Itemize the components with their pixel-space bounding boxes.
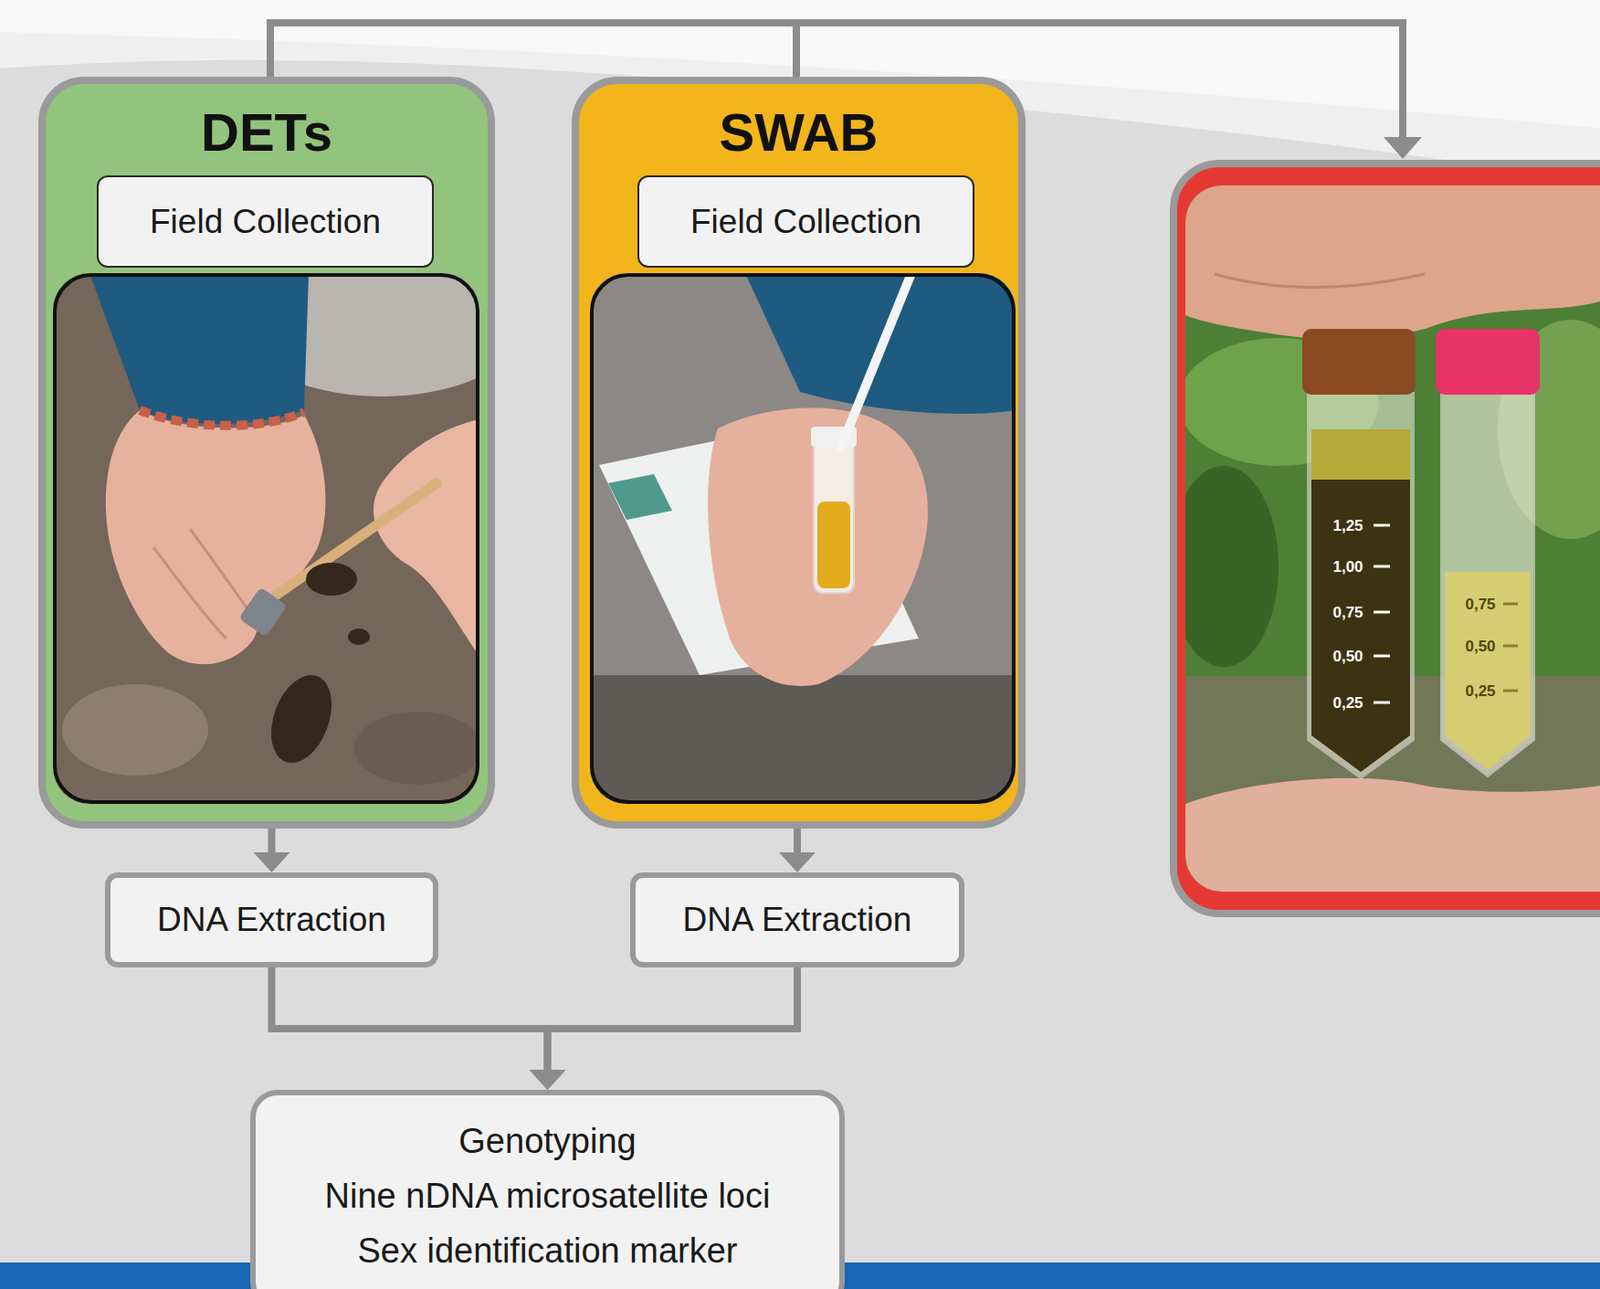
scat [260, 666, 344, 771]
scale-mark: 1,25 [1332, 517, 1363, 534]
scale-mark: 0,50 [1332, 648, 1363, 664]
tube [813, 432, 854, 593]
tick [1373, 565, 1390, 569]
flow-arrow [268, 828, 276, 853]
tick [1503, 644, 1518, 648]
bracelet [139, 410, 305, 426]
process-box: DNA Extraction [630, 872, 965, 968]
flow-arrow [547, 967, 799, 1070]
scat [305, 562, 358, 596]
wooden-stick [276, 483, 437, 595]
rock-patch [62, 684, 209, 776]
scale-mark: 0,25 [1464, 683, 1495, 699]
rock-shadow [589, 674, 1016, 804]
photo-border [54, 274, 478, 802]
tick [1373, 610, 1390, 614]
scat [347, 628, 370, 645]
result-line: Genotyping [458, 1113, 636, 1169]
lower-fingers [1185, 778, 1600, 892]
finger-line [153, 528, 250, 639]
scale-mark: 0,75 [1332, 604, 1363, 621]
tube-body [1441, 392, 1535, 777]
photo-border [591, 274, 1014, 802]
scale-mark: 0,50 [1464, 638, 1495, 654]
bracket-arrowhead [1383, 136, 1422, 159]
photo-content [52, 273, 480, 804]
hand [707, 408, 928, 686]
rock [589, 273, 1016, 804]
scale-mark: 0,75 [1464, 596, 1495, 612]
tick [1503, 689, 1518, 693]
right-hand [373, 419, 480, 657]
flow-arrow [793, 828, 801, 853]
step-box: Field Collection [96, 175, 434, 268]
panel-title: SWAB [578, 102, 1019, 163]
tube-liquid-top [1311, 429, 1411, 480]
photo-content [589, 273, 1016, 804]
rock-patch [354, 711, 480, 785]
tube-liquid-dark [1311, 429, 1411, 772]
tube-cap-brown [1302, 328, 1416, 395]
panel-title: DETs [45, 102, 488, 163]
process-box: DNA Extraction [105, 872, 439, 968]
method-panel: SWAB Field Collection [571, 76, 1026, 829]
tick [1503, 602, 1518, 606]
dets-photo [52, 273, 480, 804]
scale-mark: 0,25 [1332, 694, 1363, 711]
packet-print [608, 473, 673, 520]
foliage-dark [1185, 465, 1279, 667]
tube-ticks [1503, 603, 1518, 691]
scale-mark: 1,00 [1332, 558, 1363, 575]
left-hand [105, 410, 327, 664]
method-panel: DETsField Collection [38, 76, 495, 829]
step-label: Field Collection [149, 202, 381, 242]
process-label: DNA Extraction [157, 900, 387, 939]
result-box: GenotypingNine nDNA microsatellite lociS… [250, 1089, 845, 1289]
tick [1373, 654, 1390, 658]
step-label: Field Collection [690, 202, 922, 242]
result-line: Nine nDNA microsatellite loci [325, 1168, 771, 1223]
finger-crease [1214, 273, 1425, 287]
tick [1373, 701, 1390, 705]
tubes-photo [1185, 185, 1600, 892]
sleeve [89, 273, 309, 424]
process-label: DNA Extraction [683, 900, 913, 939]
tube-liquid [817, 501, 851, 589]
step-box: Field Collection [637, 175, 975, 268]
swab-stick [841, 273, 912, 447]
tick [1373, 524, 1390, 527]
swab-photo [589, 273, 1016, 804]
tube-cap-pink [1435, 328, 1540, 395]
flow-arrow [272, 967, 548, 1070]
tube-liquid-pale [1444, 571, 1531, 770]
tube-ticks [1373, 525, 1390, 703]
vial [238, 586, 288, 637]
upper-hand [1185, 185, 1600, 340]
result-line: Sex identification marker [357, 1222, 737, 1278]
tube-body [1307, 392, 1414, 779]
